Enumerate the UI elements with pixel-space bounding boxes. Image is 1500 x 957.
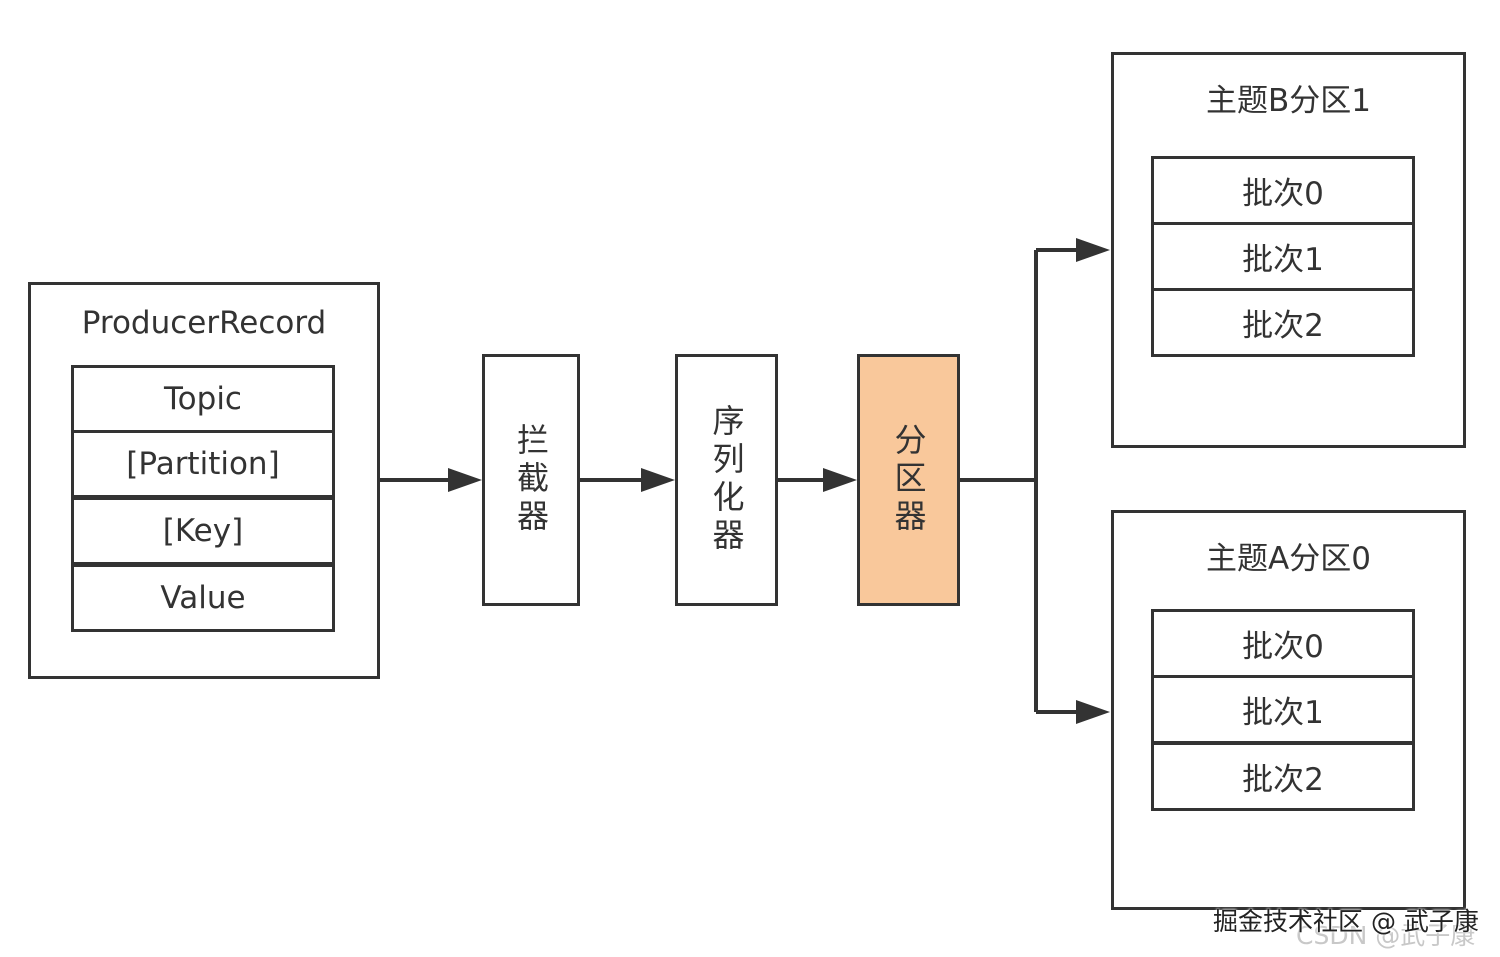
partition-b1-box: 主题B分区1 批次0 批次1 批次2 <box>1111 52 1466 448</box>
field-partition: [Partition] <box>71 430 335 498</box>
field-topic: Topic <box>71 365 335 433</box>
watermark-secondary: CSDN @武子康 <box>1296 921 1476 950</box>
partition-b1-batch-2: 批次2 <box>1151 288 1415 357</box>
partition-a0-batch-1: 批次1 <box>1151 675 1415 744</box>
serializer-label: 序列化器 <box>707 404 746 556</box>
watermark-primary: 掘金技术社区 @ 武子康 <box>1213 907 1479 936</box>
partition-a0-title: 主题A分区0 <box>1206 541 1371 577</box>
serializer-box: 序列化器 <box>675 354 778 606</box>
arrowhead-interceptor <box>448 468 482 492</box>
arrowhead-partitioner <box>823 468 857 492</box>
partition-b1-title: 主题B分区1 <box>1206 83 1371 119</box>
partition-b1-batch-1: 批次1 <box>1151 222 1415 291</box>
partition-b1-batch-0: 批次0 <box>1151 156 1415 225</box>
arrowhead-partition-b1 <box>1076 238 1110 262</box>
field-key: [Key] <box>71 497 335 565</box>
partitioner-label: 分区器 <box>889 423 928 537</box>
partition-a0-box: 主题A分区0 批次0 批次1 批次2 <box>1111 510 1466 910</box>
producer-record-title: ProducerRecord <box>81 305 327 341</box>
interceptor-label: 拦截器 <box>512 423 550 537</box>
partitioner-box: 分区器 <box>857 354 960 606</box>
partition-a0-batch-2: 批次2 <box>1151 742 1415 811</box>
producer-record-box: ProducerRecord Topic [Partition] [Key] V… <box>28 282 380 679</box>
arrowhead-serializer <box>641 468 675 492</box>
field-value: Value <box>71 564 335 632</box>
interceptor-box: 拦截器 <box>482 354 580 606</box>
arrowhead-partition-a0 <box>1076 700 1110 724</box>
partition-a0-batch-0: 批次0 <box>1151 609 1415 678</box>
